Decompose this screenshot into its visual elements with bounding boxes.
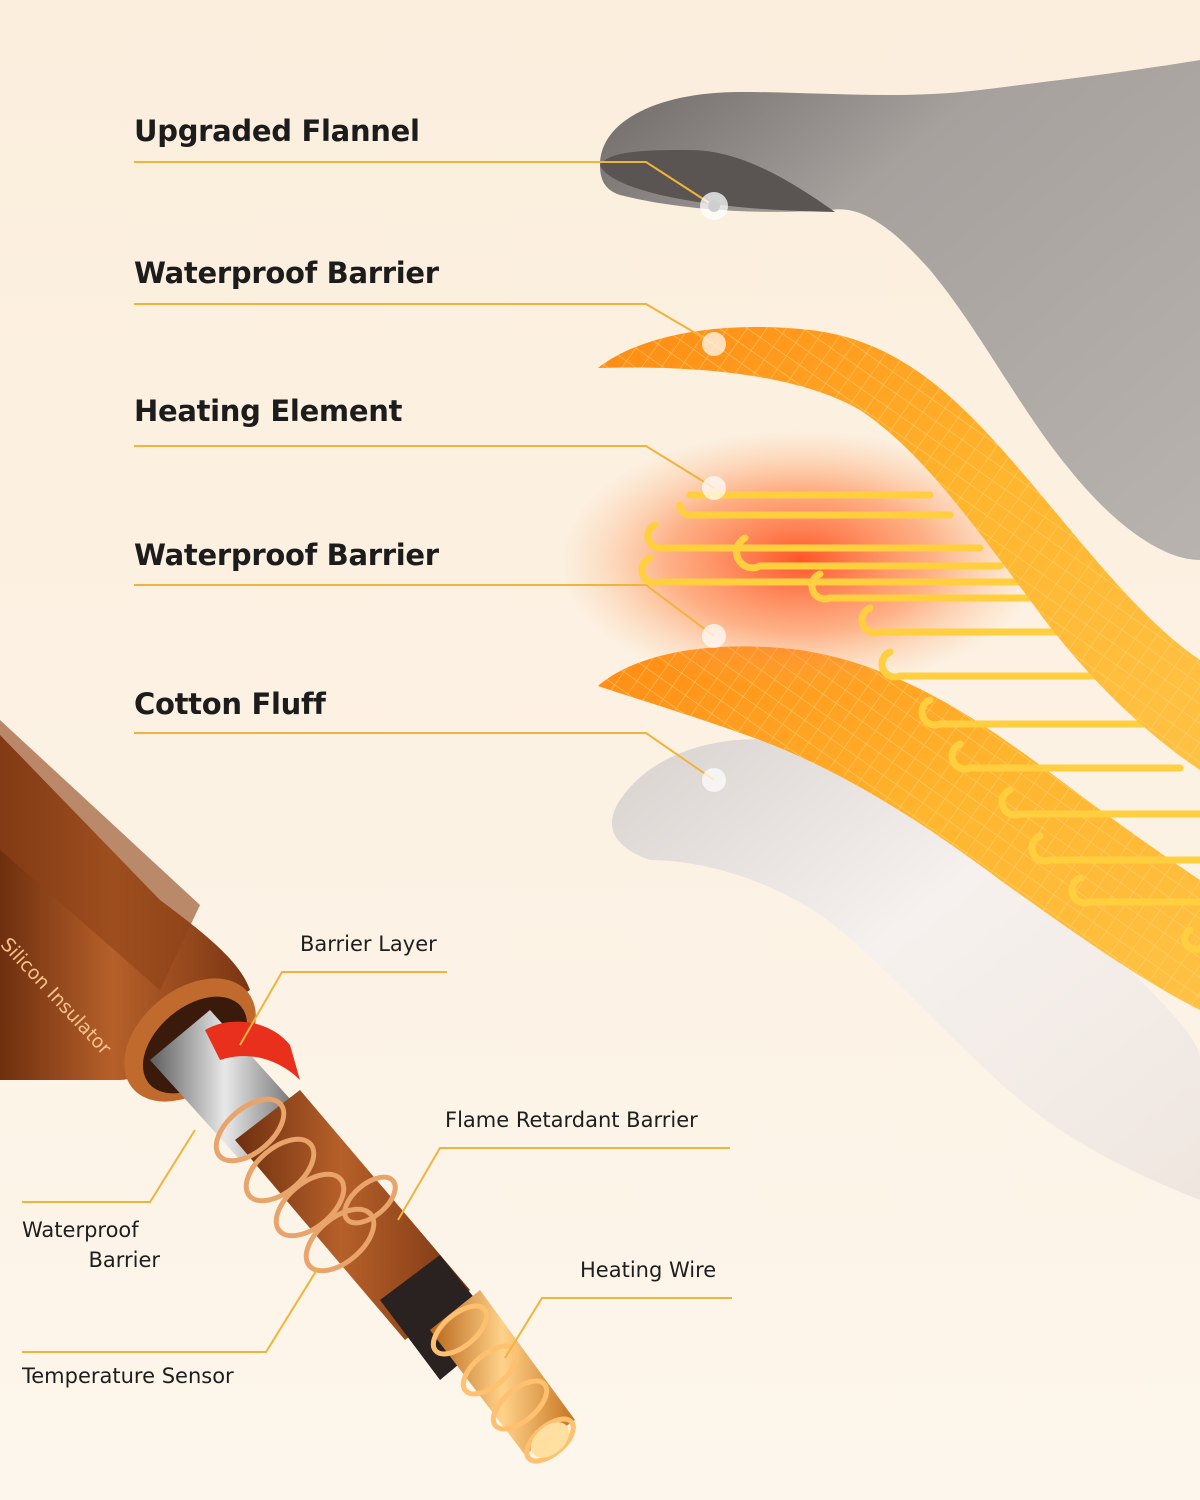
waterproof-barrier-bottom-label: Waterproof Barrier: [134, 538, 439, 572]
flannel-underside: [600, 150, 835, 212]
spiral-coil: [213, 1096, 398, 1274]
waterproof-barrier-wire-label: Waterproof Barrier: [22, 1215, 160, 1275]
heating-core: [430, 1290, 575, 1455]
wire-callout-lines: [22, 971, 732, 1359]
heating-wire-label: Heating Wire: [580, 1258, 717, 1282]
upgraded-flannel-label: Upgraded Flannel: [134, 114, 420, 148]
waterproof-barrier-top-label: Waterproof Barrier: [134, 256, 439, 290]
flame-retardant-barrier-label: Flame Retardant Barrier: [445, 1108, 698, 1132]
barrier-layer-label: Barrier Layer: [300, 932, 437, 956]
heating-element-label: Heating Element: [134, 394, 403, 428]
layer-callout-dots: [700, 192, 728, 792]
upper-barrier-grid: [598, 326, 1200, 770]
lower-barrier-grid: [598, 646, 1200, 1010]
core-end: [530, 1422, 570, 1458]
casing-shade: [0, 720, 200, 990]
waterproof-barrier-line1: Waterproof: [22, 1218, 139, 1242]
heating-wire-illustration: [0, 720, 576, 1464]
waterproof-barrier-line2: Barrier: [88, 1248, 160, 1272]
red-barrier-ring: [205, 1021, 300, 1080]
temperature-sensor-label: Temperature Sensor: [22, 1364, 234, 1388]
heating-element-wire: [638, 491, 1200, 953]
cotton-fluff-label: Cotton Fluff: [134, 687, 326, 721]
cotton-fluff-layer: [611, 739, 1200, 1200]
layer-callout-lines: [134, 161, 715, 781]
heating-core-coil: [430, 1303, 576, 1464]
